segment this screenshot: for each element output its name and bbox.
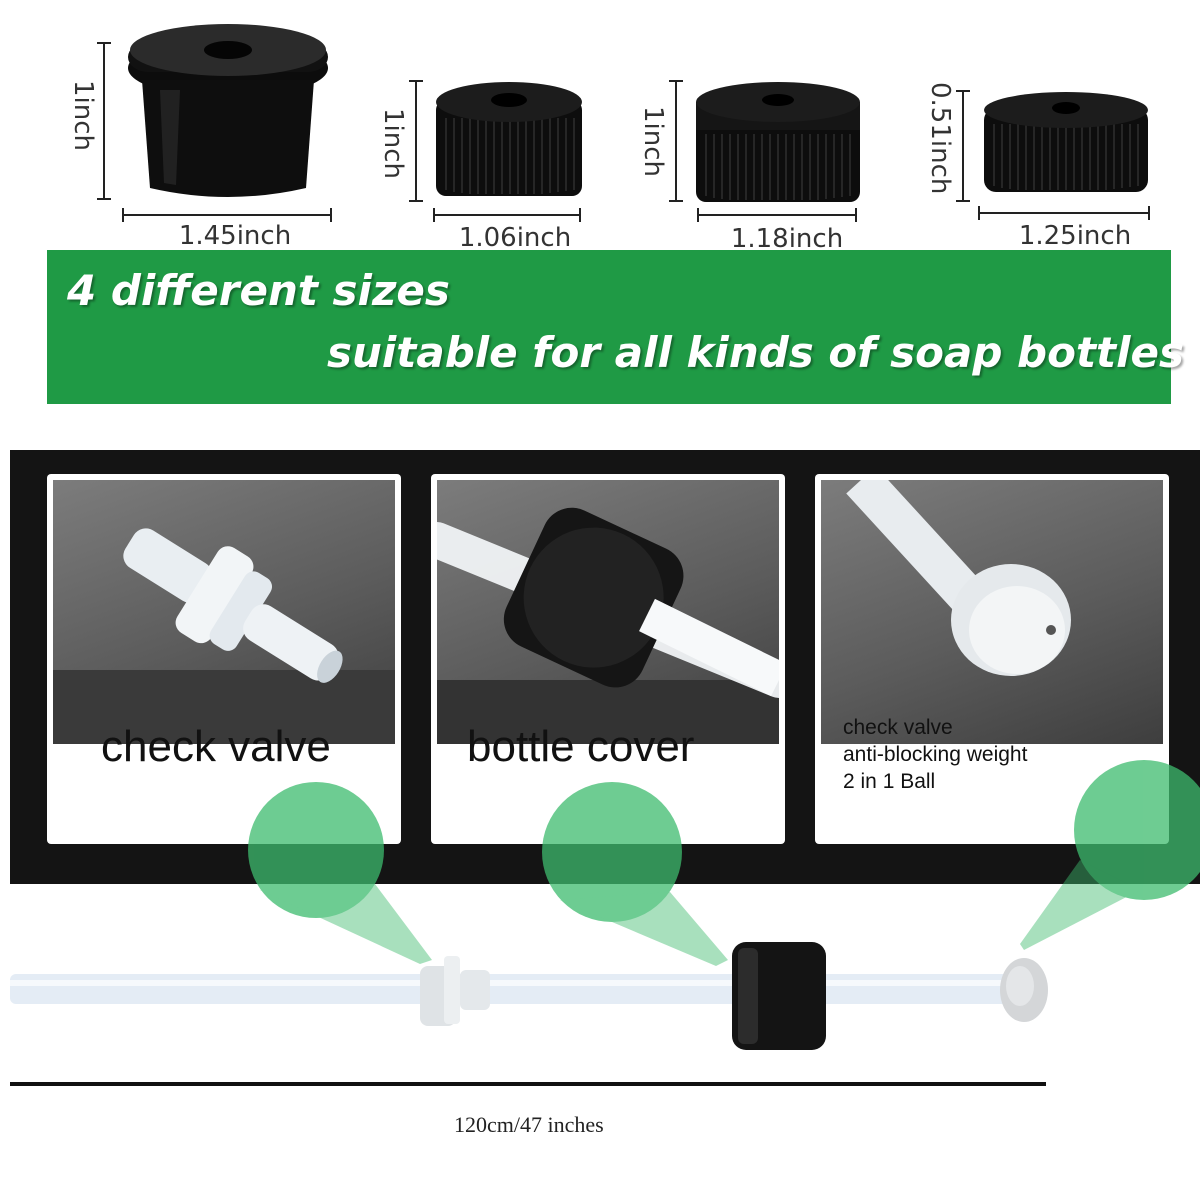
cap-3-height-line (669, 80, 683, 202)
weight-ball-line-2: anti-blocking weight (843, 743, 1028, 766)
cap-2-width-label: 1.06inch (458, 223, 572, 253)
banner-subline: suitable for all kinds of soap bottles (327, 328, 1185, 377)
cap-1-width-line (122, 208, 332, 222)
callouts (248, 760, 1200, 966)
weight-ball-image (846, 480, 1071, 676)
cap-4-width-line (978, 206, 1150, 220)
tube-bottle-cover (732, 942, 826, 1050)
knurled-cap-image (436, 82, 582, 196)
callout-check-valve (248, 782, 432, 964)
cap-2-height-line (409, 80, 423, 202)
check-valve-photo (53, 480, 395, 744)
cap-2-width-line (433, 208, 581, 222)
banner-headline: 4 different sizes (67, 266, 450, 315)
check-valve-label: check valve (101, 722, 331, 771)
weight-ball-photo (821, 480, 1163, 744)
cap-1-width-label: 1.45inch (178, 221, 292, 251)
bottle-cover-image (437, 507, 779, 744)
knurled-cap-image (984, 92, 1148, 192)
cap-1-height-label: 1inch (68, 80, 98, 152)
cap-3-width-line (697, 208, 857, 222)
tube-assembly (10, 942, 1048, 1050)
stopper-cap-image (128, 24, 328, 197)
detail-card-weight-ball: check valve anti-blocking weight 2 in 1 … (815, 474, 1169, 844)
check-valve-image (53, 528, 395, 744)
detail-card-check-valve: check valve (47, 474, 401, 844)
bottle-cover-label: bottle cover (467, 722, 695, 771)
callout-weight-ball (1020, 760, 1200, 950)
sizes-banner: 4 different sizes suitable for all kinds… (47, 250, 1184, 404)
weight-ball-line-1: check valve (843, 716, 953, 739)
cap-3-height-label: 1inch (638, 106, 668, 178)
callout-bottle-cover (542, 782, 728, 966)
cap-4-height-line (956, 90, 970, 202)
weight-ball-description: check valve anti-blocking weight 2 in 1 … (843, 714, 1027, 795)
cap-2-height-label: 1inch (378, 108, 408, 180)
cap-4-width-label: 1.25inch (1018, 221, 1132, 251)
tube-weight-ball (1000, 958, 1048, 1022)
tube-check-valve (420, 956, 490, 1026)
silicone-tube (10, 974, 1030, 1004)
cap-3-width-label: 1.18inch (730, 224, 844, 254)
cap-1-height-line (97, 42, 111, 200)
length-line (10, 1082, 1046, 1086)
detail-card-bottle-cover: bottle cover (431, 474, 785, 844)
cap-4-height-label: 0.51inch (925, 82, 955, 195)
bottle-cover-photo (437, 480, 779, 744)
length-label: 120cm/47 inches (454, 1112, 604, 1137)
weight-ball-line-3: 2 in 1 Ball (843, 770, 936, 793)
knurled-cap-image (696, 82, 860, 202)
